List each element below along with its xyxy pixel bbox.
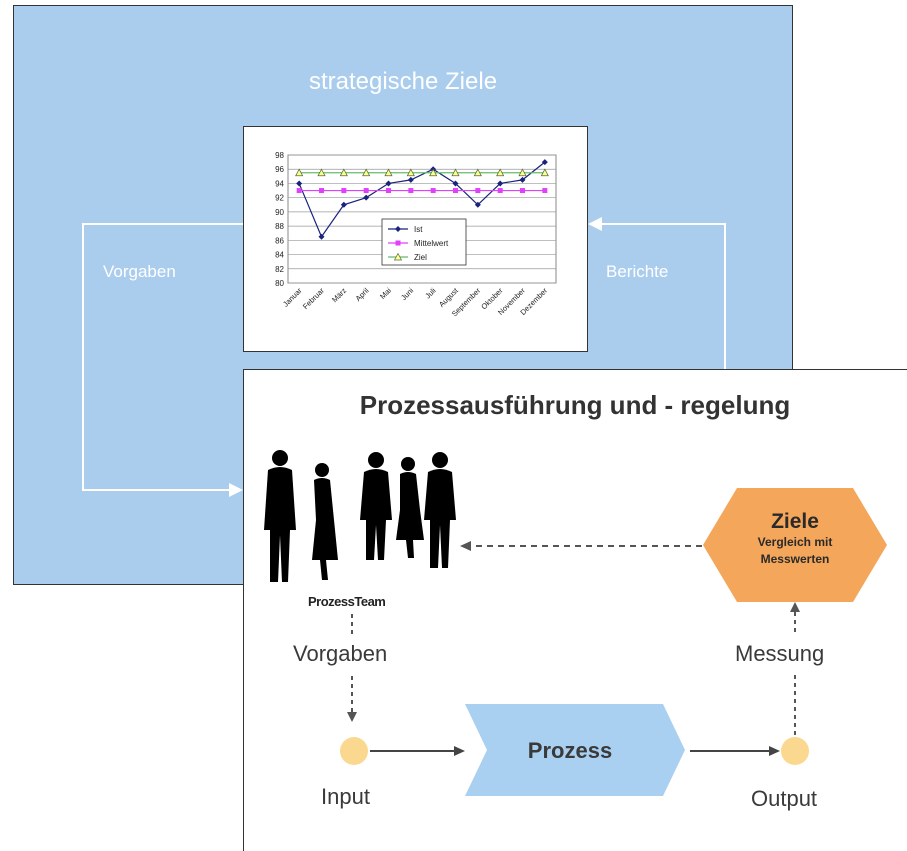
legend-marker: [393, 252, 403, 261]
point-mittelwert: [453, 188, 458, 194]
point-ziel: [406, 168, 415, 177]
ziele-subtitle-1: Vergleich mit: [757, 535, 833, 549]
vorgaben-label-top: Vorgaben: [103, 262, 176, 281]
ziele-hexagon: [703, 488, 887, 602]
vorgaben-label-bottom: Vorgaben: [293, 641, 388, 666]
berichte-label: Berichte: [606, 262, 669, 281]
point-ist: [452, 180, 459, 187]
point-ziel: [451, 168, 460, 177]
point-mittelwert: [386, 188, 391, 194]
point-mittelwert: [319, 188, 324, 194]
point-ist: [541, 159, 548, 166]
process-title: Prozessausführung und - regelung: [359, 390, 791, 420]
point-ist: [519, 176, 526, 183]
ziele-title: Ziele: [771, 510, 819, 533]
point-mittelwert: [497, 188, 503, 194]
point-mittelwert: [408, 188, 414, 194]
point-ziel: [317, 168, 326, 177]
point-mittelwert: [520, 188, 525, 194]
point-ist: [296, 180, 303, 187]
input-circle: [340, 737, 368, 765]
y-tick-label: 80: [275, 279, 284, 288]
ziele-text: Ziele Vergleich mit Messwerten: [703, 510, 887, 568]
legend-marker: [395, 240, 401, 246]
point-ist: [474, 201, 481, 208]
y-tick-label: 84: [275, 251, 284, 260]
strategic-goals-title: strategische Ziele: [308, 68, 498, 95]
point-ist: [363, 194, 370, 201]
y-tick-label: 92: [275, 194, 284, 203]
team-label: ProzessTeam: [308, 594, 386, 609]
point-ziel: [540, 168, 549, 177]
point-ist: [318, 233, 325, 240]
point-ziel: [518, 168, 527, 177]
point-mittelwert: [542, 188, 548, 194]
point-ziel: [429, 168, 438, 177]
point-ziel: [384, 168, 393, 177]
point-mittelwert: [430, 188, 436, 194]
y-tick-label: 82: [275, 265, 284, 274]
point-mittelwert: [475, 188, 481, 194]
ziele-subtitle-2: Messwerten: [760, 552, 830, 566]
prozess-label: Prozess: [527, 738, 613, 763]
y-tick-label: 88: [275, 222, 284, 231]
legend-marker: [395, 226, 401, 232]
process-chevron: [465, 704, 685, 796]
legend-label: Mittelwert: [414, 239, 449, 248]
point-ziel: [473, 168, 482, 177]
series-line-ist: [298, 161, 546, 239]
legend-label: Ist: [414, 225, 423, 234]
y-tick-label: 98: [275, 151, 284, 160]
point-ziel: [362, 168, 371, 177]
point-ist: [497, 180, 504, 187]
y-tick-label: 86: [275, 236, 284, 245]
point-ziel: [496, 168, 505, 177]
messung-label: Messung: [735, 641, 825, 666]
point-mittelwert: [296, 188, 302, 194]
legend-label: Ziel: [414, 253, 427, 262]
point-ziel: [339, 168, 348, 177]
output-label: Output: [751, 786, 818, 811]
y-tick-label: 96: [275, 165, 284, 174]
point-ist: [407, 176, 414, 183]
output-circle: [781, 737, 809, 765]
point-ziel: [295, 168, 304, 177]
input-label: Input: [321, 784, 370, 809]
process-team-icon: [264, 450, 456, 582]
point-ist: [340, 201, 347, 208]
y-tick-label: 90: [275, 208, 284, 217]
point-mittelwert: [341, 188, 347, 194]
point-mittelwert: [363, 188, 369, 194]
y-tick-label: 94: [275, 179, 284, 188]
point-ist: [385, 180, 392, 187]
